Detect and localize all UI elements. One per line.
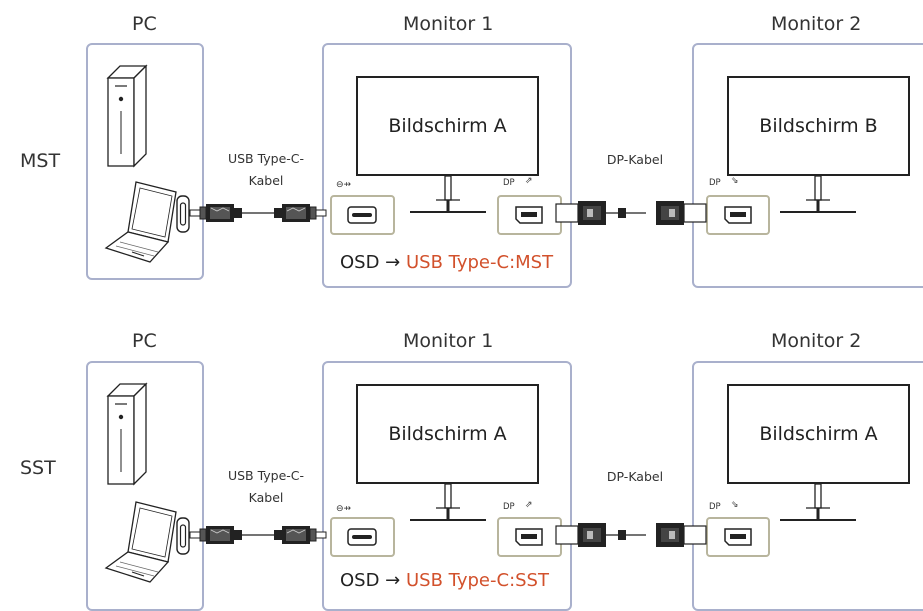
usb-c-cable-icon: [189, 525, 243, 545]
dp-cable-icon: [555, 522, 607, 548]
monitor1-label: Monitor 1: [403, 13, 494, 35]
usb-cable-label-line1: USB Type-C-: [227, 468, 305, 483]
usb-c-cable-icon: [273, 203, 327, 223]
usb-c-cable-icon: [273, 525, 327, 545]
dp-cable-icon: [655, 200, 707, 226]
monitor1-screen-text: Bildschirm A: [388, 115, 507, 137]
osd-value: USB Type-C:MST: [405, 252, 554, 273]
osd-value: USB Type-C:SST: [405, 570, 549, 591]
monitor1-panel: [322, 43, 572, 288]
monitor1-screen: Bildschirm A: [356, 76, 539, 176]
monitor-stand-icon: [409, 175, 487, 213]
pc-panel: [86, 43, 204, 280]
usb-cable-label: USB Type-C- Kabel: [212, 465, 320, 509]
dp-cable-icon: [555, 200, 607, 226]
usb-c-cable-icon: [189, 203, 243, 223]
dp-cable-icon: [655, 522, 707, 548]
pc-label: PC: [132, 13, 157, 35]
usb-c-port-icon: [176, 517, 190, 555]
svg-text:⇘: ⇘: [731, 176, 739, 186]
osd-setting: OSD → USB Type-C:MST: [340, 252, 553, 273]
laptop-icon: [105, 181, 177, 263]
pc-label: PC: [132, 330, 157, 352]
usb-cable-label-line2: Kabel: [248, 173, 284, 188]
osd-setting: OSD → USB Type-C:SST: [340, 570, 549, 591]
svg-text:⇗: ⇗: [525, 500, 533, 510]
svg-text:⊖⇸: ⊖⇸: [336, 504, 352, 514]
svg-text:⇘: ⇘: [731, 500, 739, 510]
mode-label: SST: [20, 457, 56, 479]
dp-in-label: DP: [709, 502, 721, 512]
laptop-icon: [105, 501, 177, 583]
svg-text:⇗: ⇗: [525, 176, 533, 186]
pc-tower-icon: [107, 65, 147, 167]
monitor1-label: Monitor 1: [403, 330, 494, 352]
usb-c-port-icon: [347, 528, 377, 546]
svg-text:⊖⇸: ⊖⇸: [336, 180, 352, 190]
monitor1-screen: Bildschirm A: [356, 384, 539, 484]
monitor2-panel: [692, 43, 923, 288]
monitor-stand-icon: [779, 175, 857, 213]
osd-prefix: OSD →: [340, 252, 406, 273]
usb-c-port-icon: [347, 206, 377, 224]
usb-c-port-icon: [176, 195, 190, 233]
dp-out-label: DP: [503, 502, 515, 512]
monitor2-screen-text: Bildschirm B: [759, 115, 878, 137]
monitor2-label: Monitor 2: [771, 330, 862, 352]
monitor2-screen-text: Bildschirm A: [759, 423, 878, 445]
displayport-icon: [515, 528, 543, 546]
mode-label: MST: [20, 150, 61, 172]
monitor-stand-icon: [779, 483, 857, 521]
dp-out-label: DP: [503, 178, 515, 188]
dp-in-label: DP: [709, 178, 721, 188]
monitor2-screen: Bildschirm B: [727, 76, 910, 176]
monitor2-label: Monitor 2: [771, 13, 862, 35]
usb-cable-label-line1: USB Type-C-: [227, 151, 305, 166]
pc-tower-icon: [107, 383, 147, 485]
usb-cable-label-line2: Kabel: [248, 490, 284, 505]
displayport-icon: [724, 528, 752, 546]
dp-cable-label: DP-Kabel: [606, 152, 664, 167]
displayport-icon: [724, 206, 752, 224]
osd-prefix: OSD →: [340, 570, 406, 591]
usb-cable-label: USB Type-C- Kabel: [212, 148, 320, 192]
monitor1-screen-text: Bildschirm A: [388, 423, 507, 445]
displayport-icon: [515, 206, 543, 224]
monitor-stand-icon: [409, 483, 487, 521]
dp-cable-label: DP-Kabel: [606, 469, 664, 484]
monitor2-screen: Bildschirm A: [727, 384, 910, 484]
